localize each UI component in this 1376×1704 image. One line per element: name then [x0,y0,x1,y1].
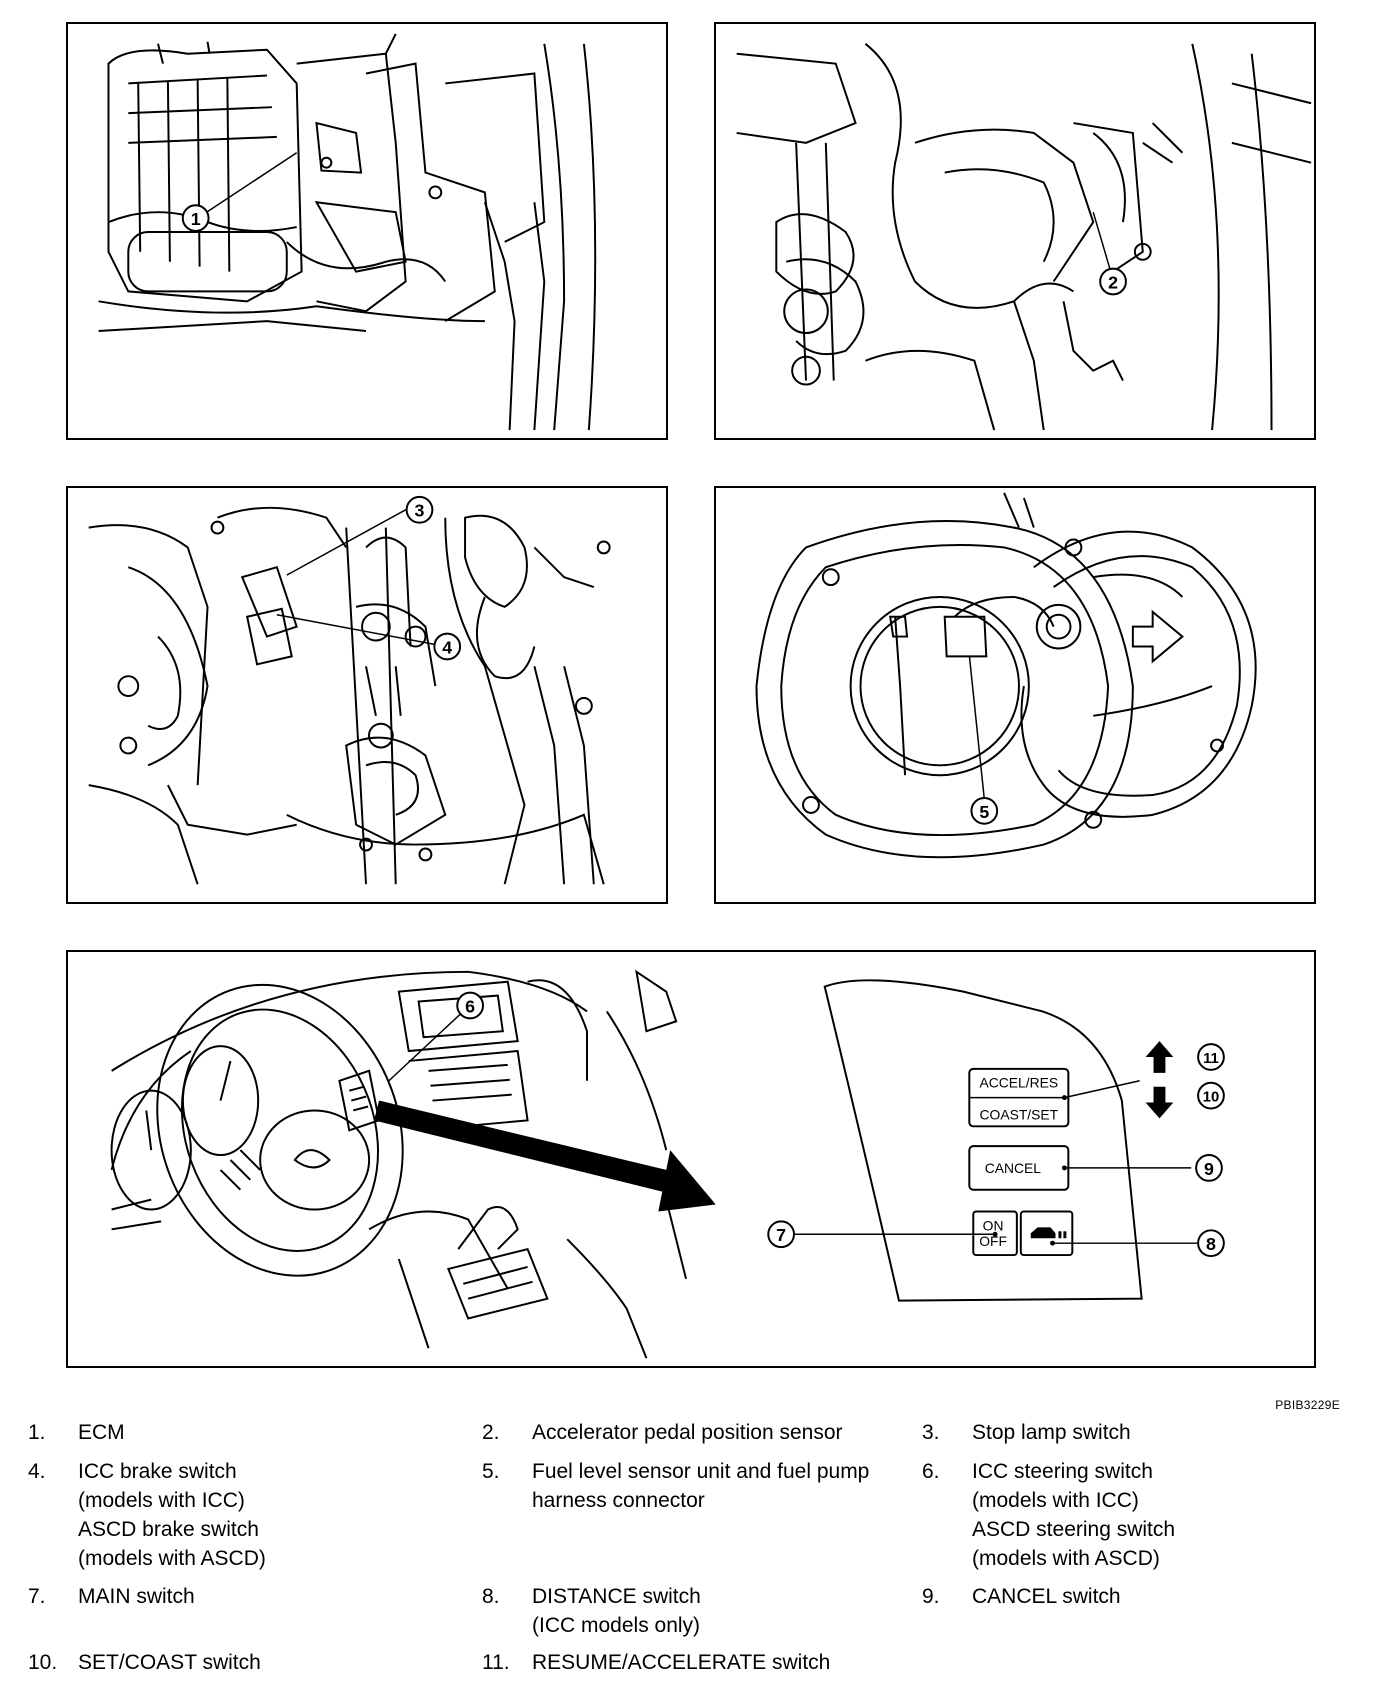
ecm-illustration: 1 [98,33,597,431]
legend-num: 10. [28,1651,58,1674]
callout-5: 5 [979,802,989,822]
callout-6: 6 [465,996,475,1016]
legend-text: Fuel level sensor unit and fuel pump har… [532,1460,870,1512]
legend-text: Stop lamp switch [972,1421,1131,1444]
callout-11: 11 [1203,1051,1219,1067]
legend-num: 9. [922,1585,940,1608]
legend-text: SET/COAST switch [78,1651,261,1674]
on-label: ON [983,1217,1004,1233]
legend-text: Accelerator pedal position sensor [532,1421,843,1444]
callout-10: 10 [1203,1090,1220,1106]
legend-text: DISTANCE switch (ICC models only) [532,1585,701,1637]
fuel-sensor-illustration: 5 [755,492,1257,859]
legend-text: RESUME/ACCELERATE switch [532,1651,831,1674]
legend-num: 7. [28,1585,46,1608]
brake-switch-illustration: 3 4 [88,495,611,885]
figure-code: PBIB3229E [1275,1398,1340,1412]
callout-3: 3 [415,501,425,521]
legend-num: 2. [482,1421,500,1444]
off-label: OFF [979,1233,1007,1249]
legend-text: ECM [78,1421,125,1444]
legend-text: CANCEL switch [972,1585,1121,1608]
steering-switch-panel: 6 ACCEL/RES COAST/SET CANCEL ON OFF [66,950,1316,1368]
legend-text: ICC brake switch (models with ICC) ASCD … [78,1460,266,1570]
legend-num: 3. [922,1421,940,1444]
switch-cluster-outline [823,979,1143,1302]
legend-num: 5. [482,1460,500,1483]
callout-2: 2 [1108,272,1118,292]
brake-switch-panel: 3 4 [66,486,668,904]
legend-num: 6. [922,1460,940,1483]
accelerator-sensor-illustration: 2 [736,43,1312,431]
ecm-location-panel: 1 [66,22,668,440]
distance-car-icon [1030,1227,1067,1239]
callout-4: 4 [442,637,452,657]
legend-text: ICC steering switch (models with ICC) AS… [972,1460,1176,1570]
legend-text: MAIN switch [78,1585,195,1608]
legend-num: 8. [482,1585,500,1608]
legend-num: 1. [28,1421,46,1444]
callout-7: 7 [776,1225,786,1245]
callout-9: 9 [1204,1159,1214,1179]
callout-1: 1 [191,209,201,229]
up-down-arrows-icon [1145,1041,1174,1119]
callout-8: 8 [1206,1234,1216,1254]
steering-switch-illustration: 6 ACCEL/RES COAST/SET CANCEL ON OFF [110,969,1225,1359]
legend-num: 4. [28,1460,46,1483]
fuel-sensor-panel: 5 [714,486,1316,904]
coast-set-label: COAST/SET [980,1106,1059,1122]
accel-res-label: ACCEL/RES [980,1075,1059,1091]
cancel-label: CANCEL [985,1160,1042,1176]
accelerator-sensor-panel: 2 [714,22,1316,440]
legend-num: 11. [482,1651,510,1674]
